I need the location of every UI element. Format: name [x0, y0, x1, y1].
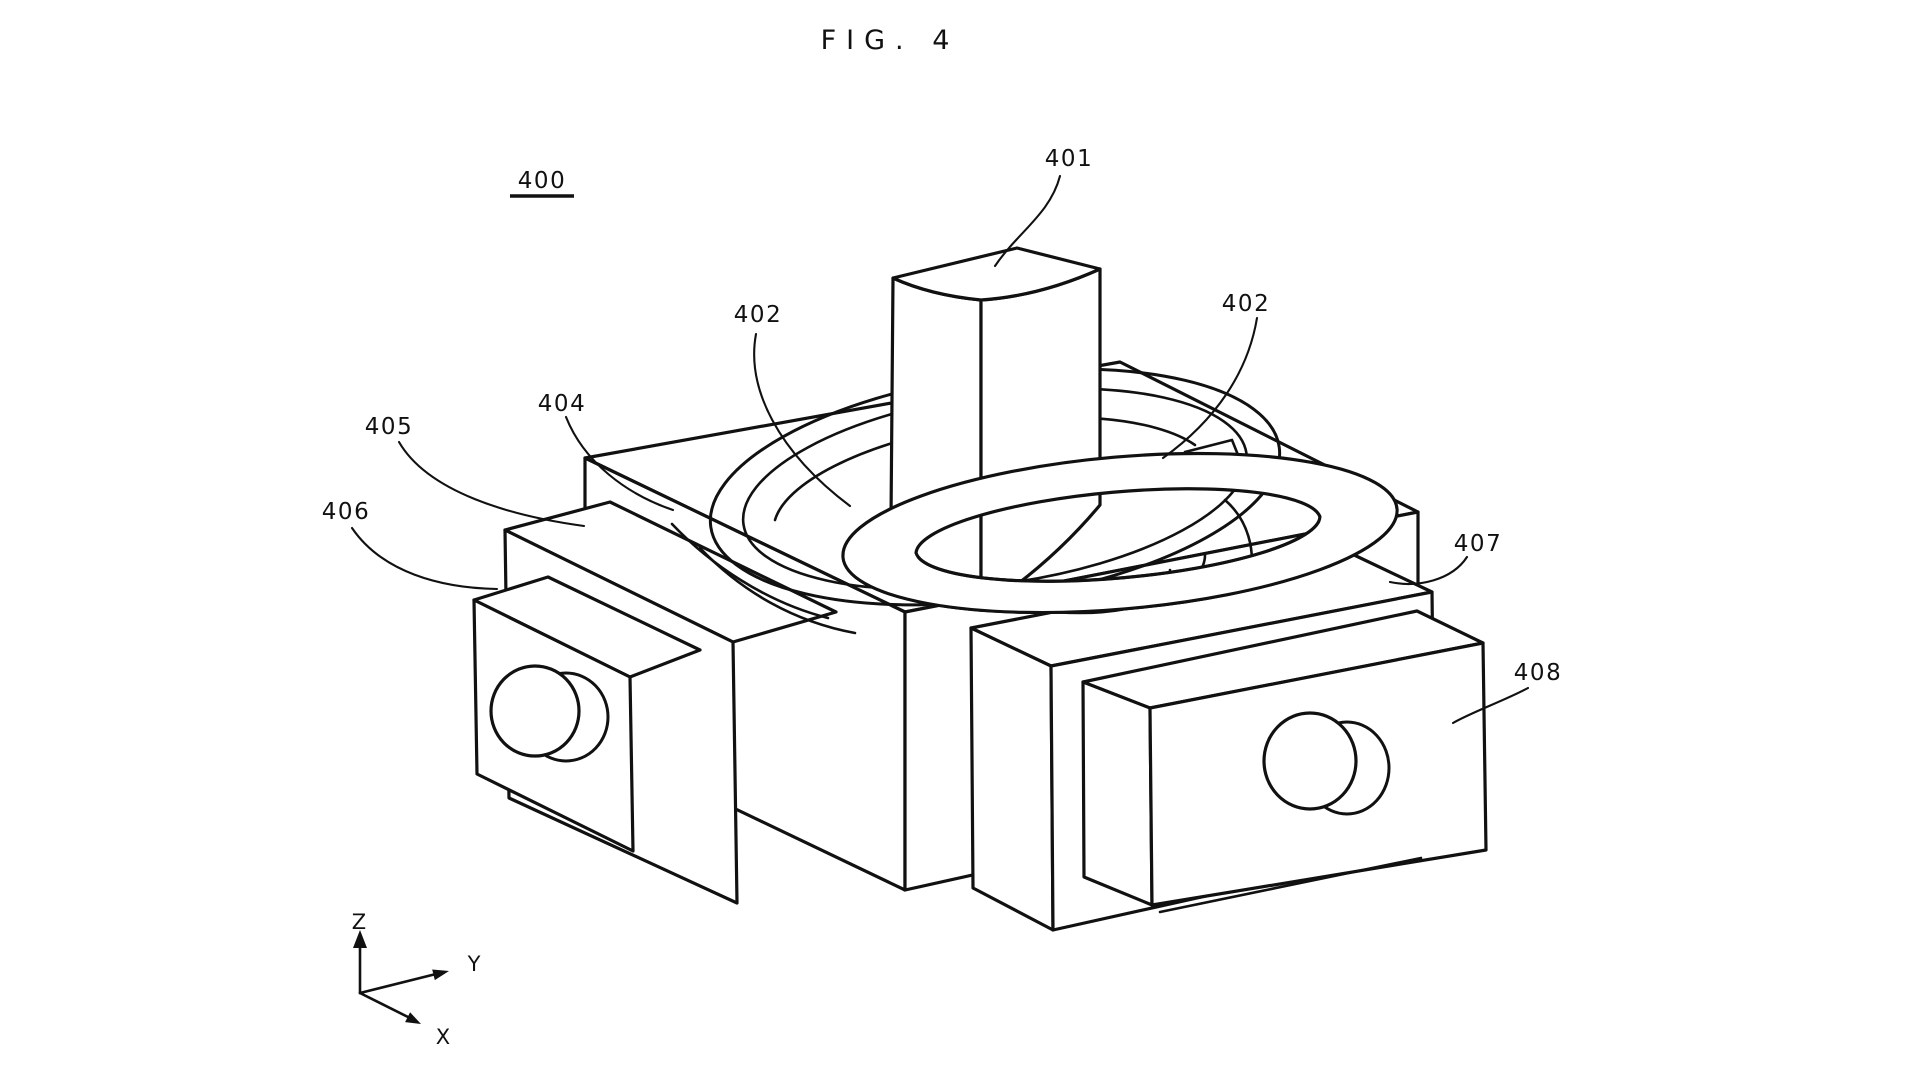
leader-lines	[350, 174, 1530, 725]
axis-triad: Z Y X	[352, 910, 481, 1049]
stick-401	[889, 246, 1102, 612]
leader-407	[1388, 555, 1469, 585]
gimbal-arc-left-2	[670, 522, 830, 620]
y-axis-arrowhead-icon	[432, 969, 449, 981]
leader-402-right	[1161, 316, 1259, 460]
bracket-407-bottom-strip	[1158, 856, 1423, 914]
leader-401	[993, 174, 1062, 268]
ring-front-outer-edge	[841, 507, 1399, 614]
label-408: 408	[1514, 660, 1562, 686]
leader-402-left	[753, 332, 852, 508]
label-402-right: 402	[1222, 291, 1270, 317]
leader-404	[564, 415, 675, 512]
gimbal-ring-402	[841, 451, 1399, 615]
x-axis-line	[358, 991, 410, 1019]
y-axis-line	[358, 972, 438, 995]
stick-top-face	[891, 246, 1102, 302]
x-axis-label: X	[436, 1025, 450, 1049]
y-axis-label: Y	[467, 952, 481, 976]
leader-406	[350, 526, 499, 591]
right-assembly	[969, 552, 1488, 932]
leader-405	[397, 440, 586, 528]
x-axis-arrowhead-icon	[405, 1012, 421, 1024]
reference-numerals: 401 402 402 404 405 406 407 408 400	[322, 146, 1562, 686]
label-401: 401	[1045, 146, 1093, 172]
z-axis-arrowhead-icon	[353, 930, 367, 948]
figure-title: FIG. 4	[821, 25, 960, 56]
motor-406-shaft-end	[489, 664, 581, 758]
label-400-figure-ref: 400	[518, 168, 566, 194]
label-407: 407	[1454, 531, 1502, 557]
motor-408-shaft-end	[1262, 711, 1358, 811]
left-assembly	[472, 500, 838, 905]
label-404: 404	[538, 391, 586, 417]
leader-408	[1451, 686, 1530, 725]
label-405: 405	[365, 414, 413, 440]
motor-408-left-face	[1081, 680, 1154, 907]
ring-front-inner-edge	[914, 515, 1322, 583]
z-axis-label: Z	[352, 910, 366, 934]
label-402-left: 402	[734, 302, 782, 328]
label-406: 406	[322, 499, 370, 525]
bracket-407-left-face	[969, 626, 1055, 932]
